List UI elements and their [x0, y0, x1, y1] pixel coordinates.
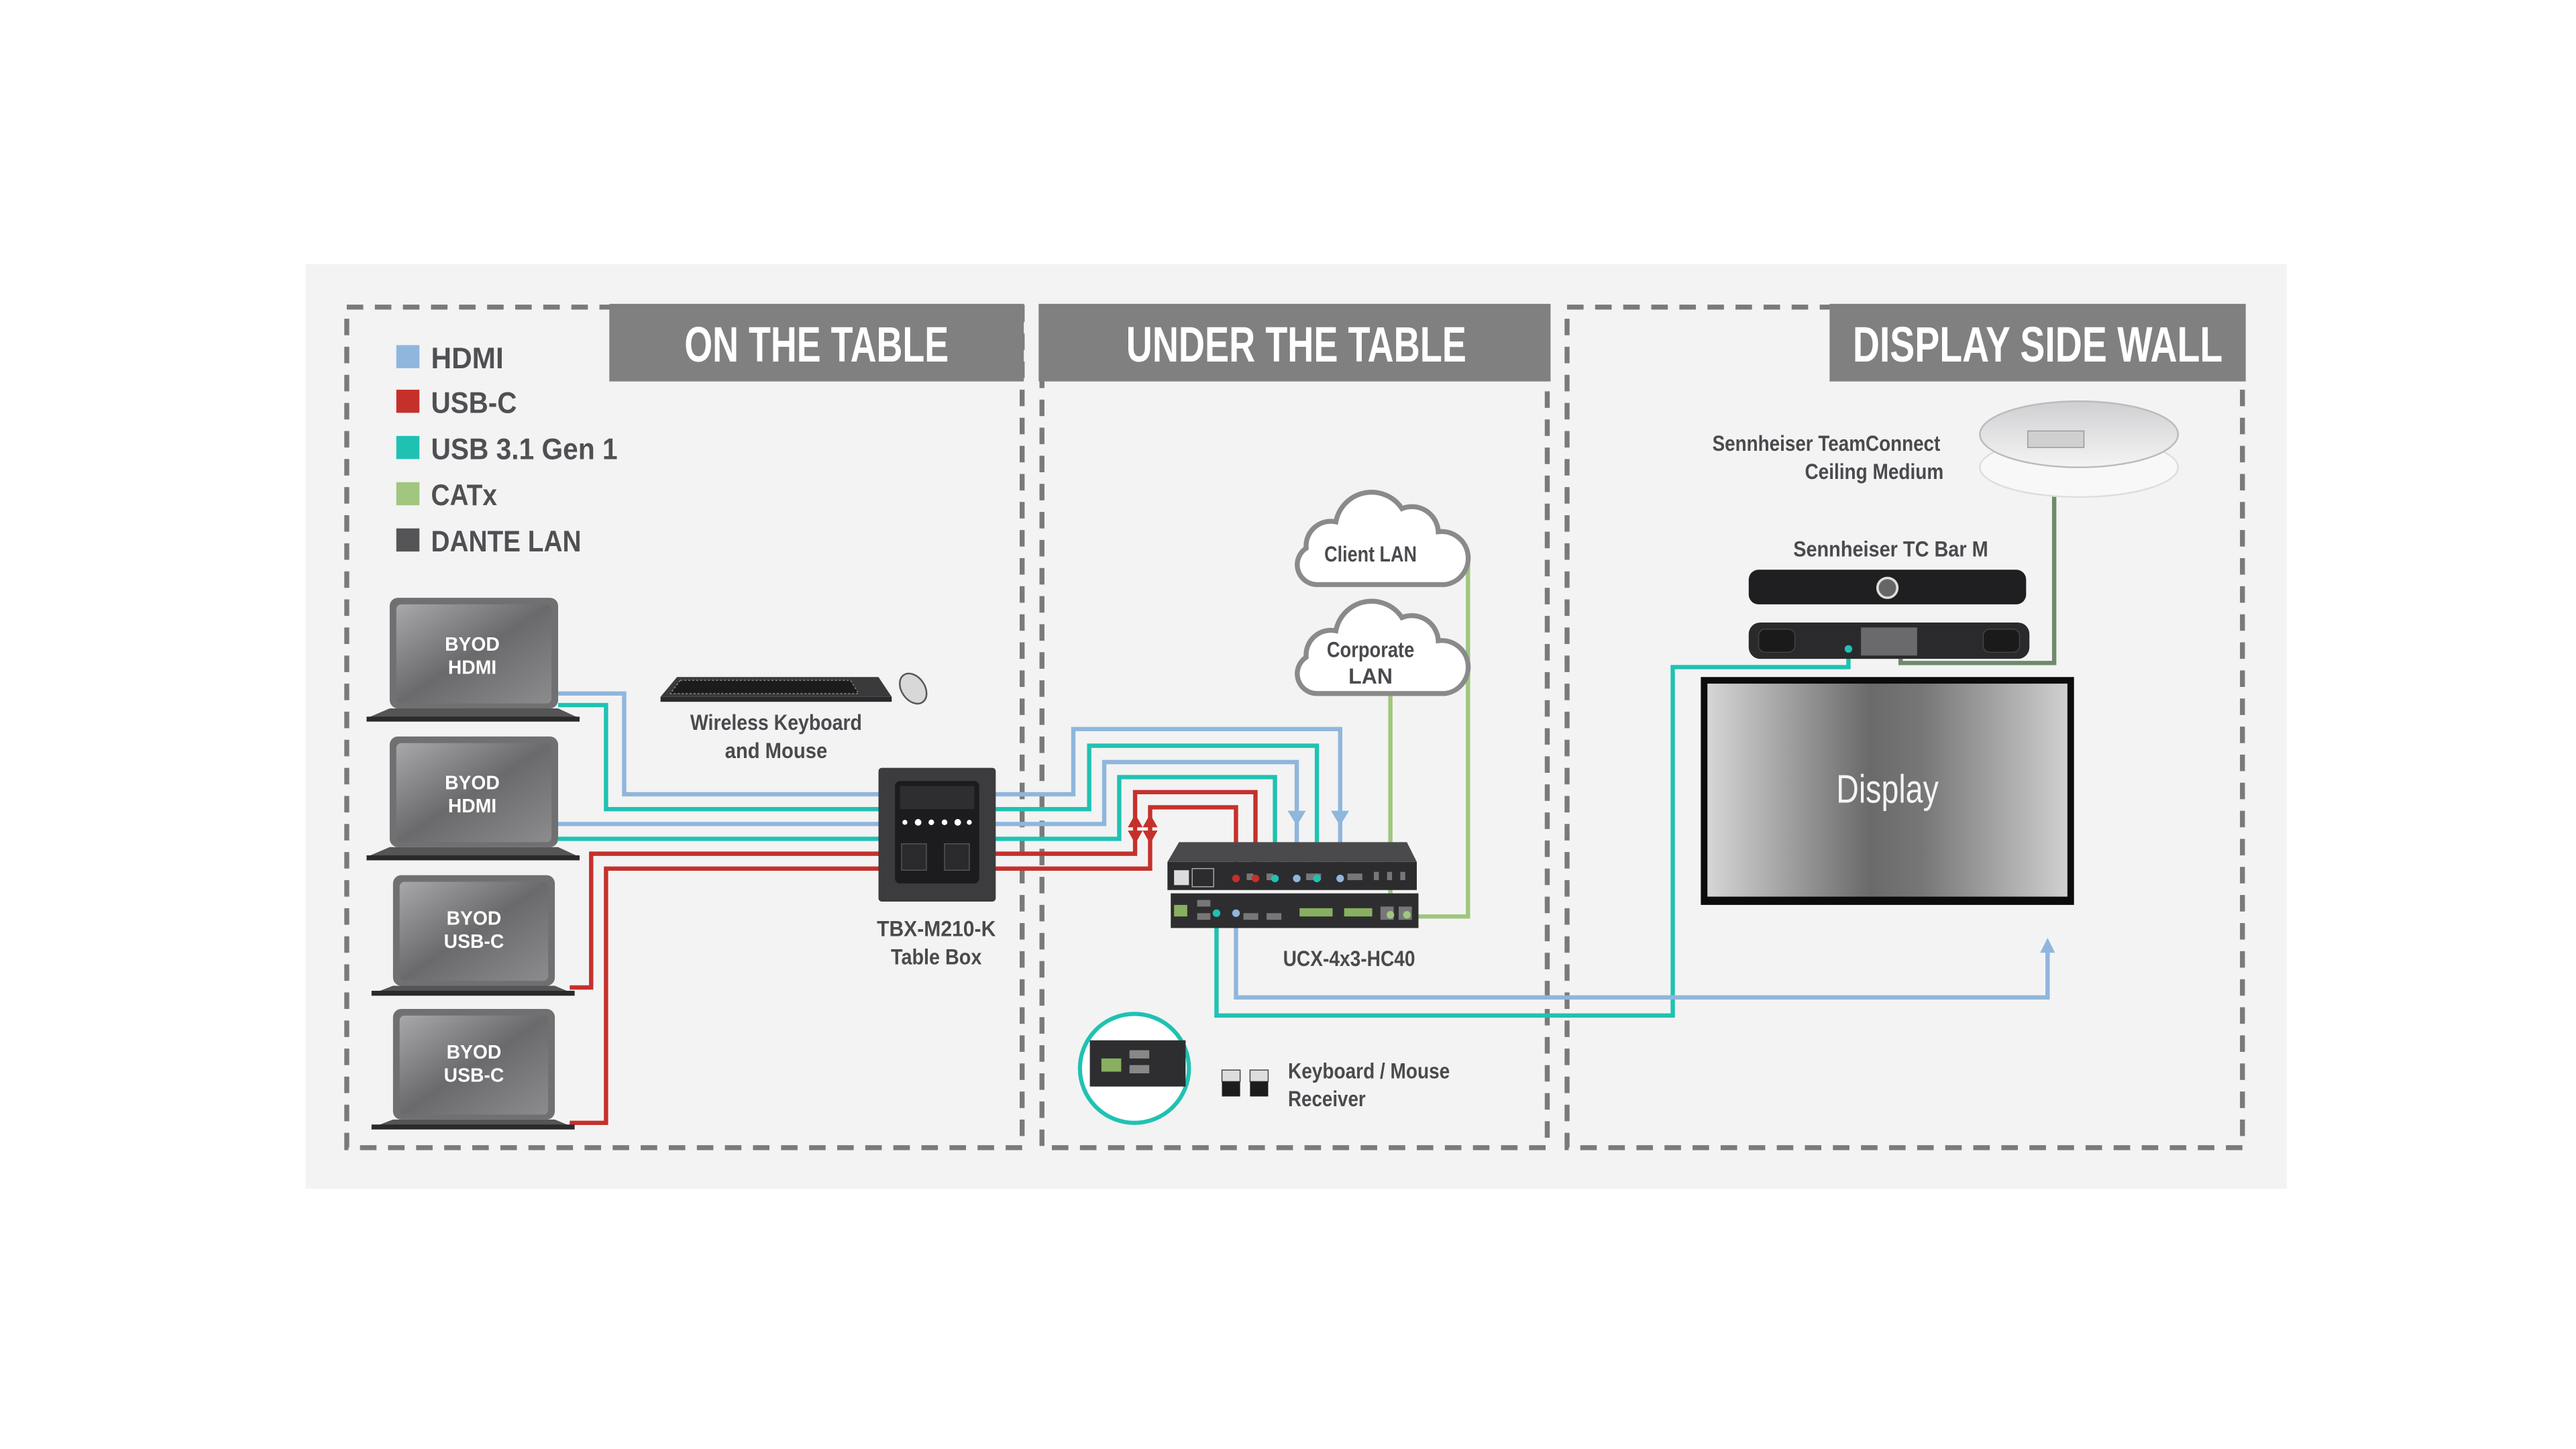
- usbc-double-arrow-icon: [1128, 814, 1143, 844]
- cloud-icon: [1295, 490, 1471, 588]
- hdmi-arrow-down-icon: [1287, 810, 1306, 826]
- usb31-cable-to-tc-bar: [1214, 649, 1851, 1018]
- cloud-label: Corporate: [1327, 638, 1414, 662]
- legend-swatch: [396, 482, 420, 506]
- laptop-label: USB-C: [444, 1064, 504, 1085]
- power-socket-icon: [944, 843, 970, 871]
- legend-item-catx: CATx: [396, 479, 497, 512]
- legend-label: HDMI: [431, 342, 503, 375]
- laptop-byod-usbc-1: BYOD USB-C: [371, 875, 575, 996]
- legend-label: USB-C: [431, 386, 517, 419]
- legend-swatch: [396, 435, 420, 460]
- laptop-label: USB-C: [444, 930, 504, 952]
- section-under-the-table: UNDER THE TABLE: [1038, 303, 1551, 1150]
- mouse-icon: [899, 672, 928, 705]
- device-label: Wireless Keyboard: [690, 710, 862, 735]
- laptop-label: BYOD: [447, 907, 502, 928]
- section-header: [1038, 303, 1551, 382]
- port-connectors: [1212, 874, 1411, 919]
- ucx-4x3-hc40: UCX-4x3-HC40: [1167, 842, 1419, 971]
- legend-label: USB 3.1 Gen 1: [431, 433, 617, 466]
- client-lan-cloud: Client LAN: [1295, 490, 1471, 588]
- camera-lens-icon: [1876, 576, 1899, 599]
- section-title: UNDER THE TABLE: [1126, 317, 1466, 372]
- display-screen: Display: [1701, 677, 2074, 905]
- usb31-cable-laptop-1: [558, 702, 1320, 879]
- legend-item-dante-lan: DANTE LAN: [396, 525, 581, 558]
- legend-label: CATx: [431, 479, 497, 512]
- device-label: Ceiling Medium: [1805, 460, 1943, 484]
- usbc-cable-laptop-4: [570, 805, 1238, 1126]
- section-header: [1829, 303, 2246, 382]
- legend-swatch: [396, 389, 420, 413]
- legend-swatch: [396, 528, 420, 552]
- hdmi-cable-to-display: [1234, 914, 2050, 1000]
- section-display-side-wall: DISPLAY SIDE WALL: [1564, 303, 2246, 1150]
- device-label: Sennheiser TC Bar M: [1793, 537, 1988, 561]
- cloud-label: Client LAN: [1324, 542, 1417, 566]
- cloud-icon: [1295, 598, 1471, 696]
- sennheiser-tc-bar-m: Sennheiser TC Bar M: [1748, 537, 2030, 659]
- table-box-tbx-m210-k: TBX-M210-K Table Box: [877, 767, 996, 969]
- laptop-byod-hdmi-2: BYOD HDMI: [366, 736, 580, 861]
- wireless-keyboard-mouse: Wireless Keyboard and Mouse: [660, 672, 928, 763]
- laptop-label: HDMI: [448, 795, 496, 816]
- sennheiser-ceiling-medium: Sennheiser TeamConnect Ceiling Medium: [1713, 400, 2180, 498]
- laptop-label: BYOD: [445, 772, 500, 794]
- laptop-label: BYOD: [447, 1041, 502, 1063]
- usbc-cable-laptop-3: [570, 790, 1258, 990]
- device-label: UCX-4x3-HC40: [1283, 947, 1415, 971]
- laptop-byod-usbc-2: BYOD USB-C: [371, 1009, 575, 1130]
- hdmi-arrow-up-icon: [2040, 938, 2055, 953]
- section-header: [609, 303, 1024, 382]
- hdmi-arrow-down-icon: [1331, 810, 1350, 826]
- legend-item-hdmi: HDMI: [396, 342, 504, 375]
- device-label: Sennheiser TeamConnect: [1713, 431, 1941, 455]
- section-title: DISPLAY SIDE WALL: [1853, 317, 2222, 372]
- section-on-the-table: ON THE TABLE: [344, 303, 1025, 1150]
- legend: HDMI USB-C USB 3.1 Gen 1 CATx DANTE LAN: [396, 342, 618, 558]
- corporate-lan-cloud: Corporate LAN: [1295, 598, 1471, 696]
- legend-label: DANTE LAN: [431, 525, 581, 558]
- laptop-label: HDMI: [448, 656, 496, 678]
- legend-item-usb-c: USB-C: [396, 386, 517, 419]
- device-label: and Mouse: [725, 739, 828, 763]
- legend-item-usb-3-1: USB 3.1 Gen 1: [396, 433, 618, 466]
- legend-swatch: [396, 345, 420, 368]
- device-label: TBX-M210-K: [877, 917, 996, 941]
- usb-dongle-icon: [1249, 1069, 1269, 1097]
- device-label: Receiver: [1288, 1087, 1366, 1111]
- laptop-byod-hdmi-1: BYOD HDMI: [366, 598, 580, 722]
- section-title: ON THE TABLE: [684, 317, 949, 372]
- usb-dongle-icon: [1221, 1069, 1241, 1097]
- cloud-label: LAN: [1348, 664, 1393, 688]
- power-socket-icon: [901, 843, 927, 871]
- device-label: Keyboard / Mouse: [1288, 1059, 1450, 1083]
- hdmi-cable-laptop-1: [558, 691, 1342, 879]
- device-label: Table Box: [891, 945, 982, 969]
- laptop-label: BYOD: [445, 633, 500, 655]
- keyboard-mouse-receiver: Keyboard / Mouse Receiver: [1077, 1012, 1450, 1125]
- usbc-double-arrow-icon: [1142, 814, 1158, 844]
- display-label: Display: [1836, 767, 1939, 811]
